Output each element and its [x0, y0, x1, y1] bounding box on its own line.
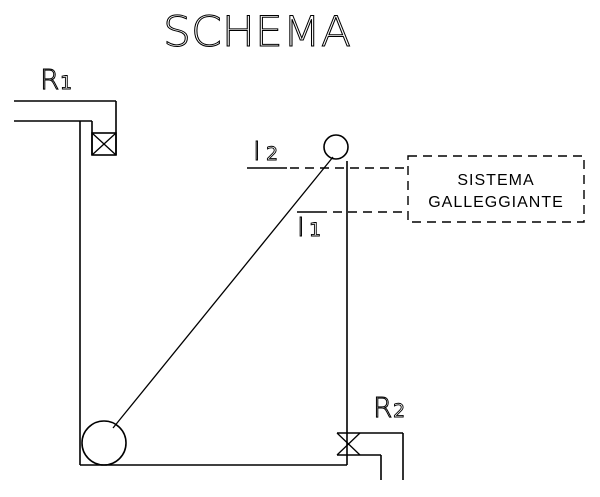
diagram-title: SCHEMA — [163, 7, 351, 56]
r1-label: R 1 — [40, 63, 73, 97]
valve-r1 — [91, 132, 117, 156]
i1-letter: I — [297, 213, 305, 243]
tank-outline — [79, 121, 348, 466]
i2-letter: I — [253, 137, 261, 167]
pivot-ring — [323, 134, 349, 160]
i2-index: 2 — [266, 143, 278, 165]
float-system-line2: GALLEGGIANTE — [428, 194, 564, 211]
float-system-line1: SISTEMA — [457, 172, 534, 189]
r2-index: 2 — [393, 400, 405, 422]
float-system-box: SISTEMA GALLEGGIANTE — [407, 155, 585, 223]
float-lever-arm — [112, 156, 334, 429]
r1-index: 1 — [60, 72, 72, 94]
outlet-pipe-r2 — [360, 432, 404, 480]
i1-index: 1 — [309, 219, 321, 241]
r1-letter: R — [40, 63, 59, 96]
i2-label: I 2 — [253, 137, 279, 168]
r2-label: R 2 — [373, 391, 406, 425]
float-ball — [81, 420, 127, 466]
r2-letter: R — [373, 391, 392, 424]
valve-r2 — [336, 432, 361, 456]
i1-label: I 1 — [297, 213, 322, 244]
